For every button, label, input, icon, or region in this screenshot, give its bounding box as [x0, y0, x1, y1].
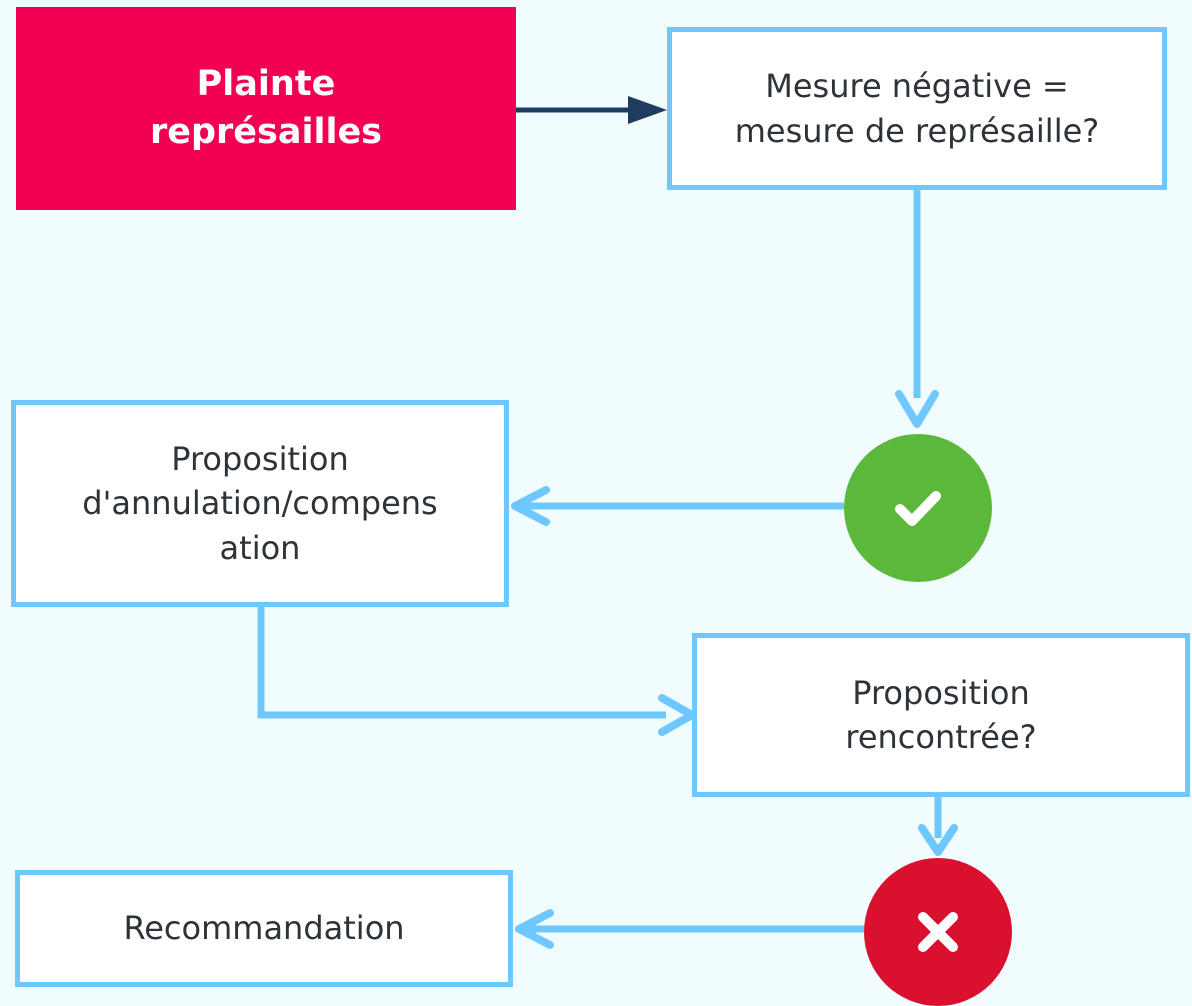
cancellation-proposal-node: Proposition d'annulation/compens ation	[11, 400, 509, 607]
start-node: Plainte représailles	[16, 7, 516, 210]
checkmark-icon	[895, 491, 941, 526]
proposal-to-question-connector	[257, 607, 666, 719]
yes-decision-node	[844, 434, 992, 582]
cancellation-proposal-label: Proposition d'annulation/compens ation	[82, 440, 438, 567]
question-to-yes-arrowhead	[895, 390, 939, 428]
retaliation-question-label: Mesure négative = mesure de représaille?	[734, 67, 1100, 150]
recommendation-node: Recommandation	[15, 870, 513, 987]
start-node-label: Plainte représailles	[149, 64, 383, 152]
retaliation-question-node: Mesure négative = mesure de représaille?	[667, 27, 1167, 190]
recommendation-label: Recommandation	[123, 909, 405, 948]
x-mark-icon	[918, 912, 958, 952]
proposal-met-question-label: Proposition rencontrée?	[845, 673, 1037, 756]
proposal-met-question-node: Proposition rencontrée?	[692, 633, 1190, 797]
yes-to-proposal-arrowhead	[511, 486, 550, 526]
question-to-no-arrowhead	[918, 824, 958, 856]
proposal-to-question-arrowhead	[658, 694, 696, 736]
no-to-recommendation-arrowhead	[515, 909, 554, 949]
no-decision-node	[864, 858, 1012, 1006]
start-to-question-arrowhead	[628, 96, 667, 124]
